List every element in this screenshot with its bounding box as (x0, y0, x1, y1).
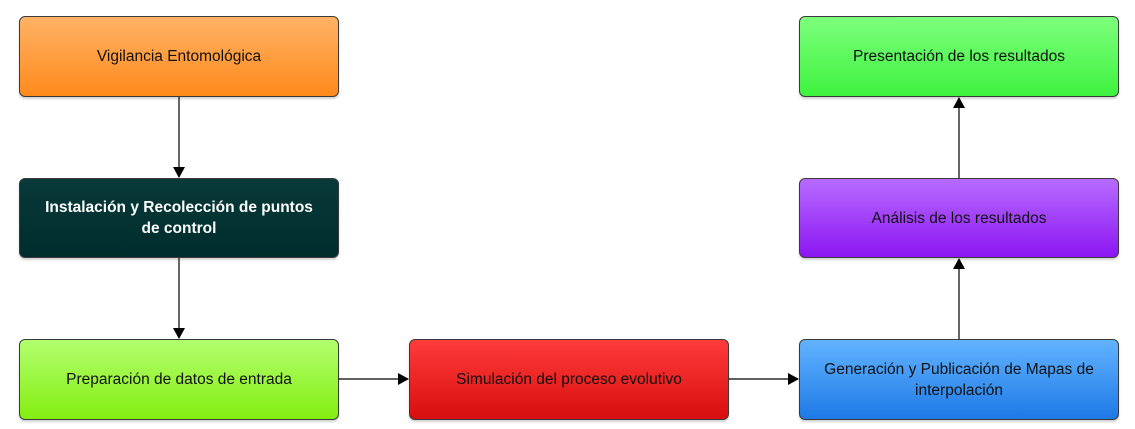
node-vigilancia-entomologica: Vigilancia Entomológica (19, 16, 339, 97)
node-instalacion-recoleccion: Instalación y Recolección de puntos de c… (19, 178, 339, 258)
node-label: Preparación de datos de entrada (66, 371, 292, 388)
node-preparacion-datos: Preparación de datos de entrada (19, 339, 339, 420)
node-label: Análisis de los resultados (871, 209, 1047, 227)
node-label: Simulación del proceso evolutivo (456, 371, 682, 388)
node-label: Generación y Publicación de Mapas de int… (824, 360, 1094, 399)
node-label: Presentación de los resultados (853, 48, 1065, 65)
node-analisis-resultados: Análisis de los resultados (799, 178, 1119, 258)
node-label: Vigilancia Entomológica (96, 48, 262, 65)
node-label: Instalación y Recolección de puntos de c… (45, 199, 313, 237)
node-presentacion-resultados: Presentación de los resultados (799, 16, 1119, 97)
node-simulacion-proceso: Simulación del proceso evolutivo (409, 339, 729, 420)
node-generacion-publicacion: Generación y Publicación de Mapas de int… (799, 339, 1119, 420)
